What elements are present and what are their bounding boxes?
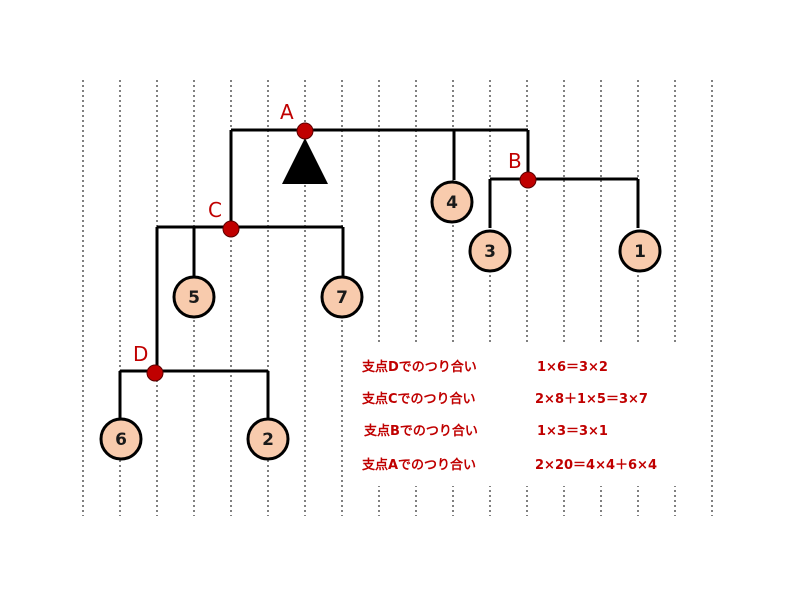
weight-6-label: 6 <box>115 430 127 450</box>
weights: 4 3 1 5 7 6 2 <box>99 180 662 461</box>
pivot-b <box>519 171 537 189</box>
equation-c-formula: 2×8＋1×5＝3×7 <box>535 392 648 407</box>
pivot-a <box>296 122 314 140</box>
weight-5-label: 5 <box>188 288 200 308</box>
weight-2: 2 <box>246 417 290 461</box>
pivot-c <box>222 220 240 238</box>
weight-5: 5 <box>172 275 216 319</box>
equation-c-label: 支点Cでのつり合い <box>361 391 476 407</box>
beams <box>118 128 640 418</box>
equation-d-label: 支点Dでのつり合い <box>361 359 477 375</box>
equation-b-label: 支点Bでのつり合い <box>363 423 478 439</box>
fulcrum-triangle <box>282 138 328 184</box>
weight-6: 6 <box>99 417 143 461</box>
pivot-label-b: B <box>508 149 522 173</box>
pivot-label-a: A <box>280 100 294 124</box>
pivot-label-c: C <box>208 198 222 222</box>
weight-3: 3 <box>468 229 512 273</box>
weight-1-label: 1 <box>634 242 646 262</box>
weight-2-label: 2 <box>262 430 274 450</box>
equation-a-label: 支点Aでのつり合い <box>361 457 476 473</box>
equation-d-formula: 1×6＝3×2 <box>537 360 608 375</box>
pivot-d <box>146 364 164 382</box>
pivot-label-d: D <box>133 342 148 366</box>
weight-7: 7 <box>320 275 364 319</box>
equation-b-formula: 1×3＝3×1 <box>537 424 608 439</box>
weight-4-label: 4 <box>446 193 458 213</box>
pivot-points <box>146 122 537 382</box>
weight-3-label: 3 <box>484 242 496 262</box>
weight-4: 4 <box>430 180 474 224</box>
weight-7-label: 7 <box>336 288 348 308</box>
pivot-labels: A B C D <box>133 100 522 366</box>
weight-1: 1 <box>618 229 662 273</box>
equation-list: 支点Dでのつり合い 1×6＝3×2 支点Cでのつり合い 2×8＋1×5＝3×7 … <box>361 359 657 473</box>
equation-a-formula: 2×20＝4×4＋6×4 <box>535 458 657 473</box>
equation-panel <box>355 344 700 486</box>
